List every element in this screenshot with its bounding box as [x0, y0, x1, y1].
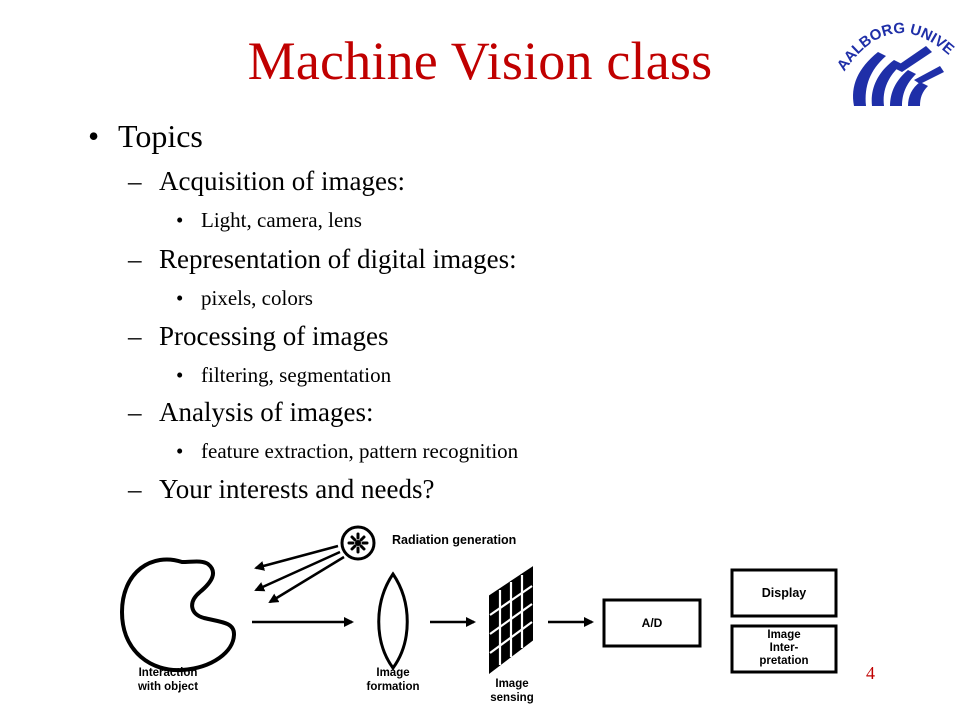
bullet-dot: •	[176, 439, 184, 463]
label-radiation-generation: Radiation generation	[392, 533, 516, 547]
display-box	[730, 568, 838, 618]
bullet-text: Acquisition of images:	[159, 166, 405, 196]
interpretation-box	[730, 624, 838, 674]
label-sensing-line1: Image	[495, 678, 528, 690]
bullet-text: pixels, colors	[201, 286, 313, 310]
bullet-dash: –	[128, 474, 142, 504]
lens-shape	[377, 571, 409, 671]
slide-title: Machine Vision class	[247, 31, 713, 91]
bullet-dot: •	[176, 208, 184, 232]
label-display: Display	[762, 586, 807, 600]
bullet-text: Topics	[118, 118, 203, 154]
bullet-text: Processing of images	[159, 321, 389, 351]
bullet-dash: –	[128, 397, 142, 427]
bullet-dot: •	[88, 118, 100, 154]
label-ad: A/D	[642, 616, 663, 630]
label-interaction-line1: Interaction	[139, 667, 198, 679]
bullet-text: feature extraction, pattern recognition	[201, 439, 519, 463]
imaging-pipeline-diagram: Radiation generation Interaction with ob…	[119, 525, 838, 704]
label-formation-line1: Image	[376, 667, 409, 679]
label-sensing-line2: sensing	[490, 692, 533, 704]
label-interp-line1: Image	[767, 629, 800, 641]
ray-arrow	[254, 544, 339, 571]
bullet-dash: –	[128, 166, 142, 196]
bullet-dash: –	[128, 244, 142, 274]
ad-converter-box	[602, 598, 702, 648]
bullet-text: Analysis of images:	[159, 397, 374, 427]
object-blob-shape	[119, 557, 237, 673]
bullet-text: Your interests and needs?	[159, 474, 435, 504]
topic-list: • Topics – Acquisition of images: • Ligh…	[88, 118, 519, 504]
label-formation-line2: formation	[366, 681, 419, 693]
ray-arrow	[254, 550, 341, 592]
bullet-text: filtering, segmentation	[201, 363, 392, 387]
aalborg-university-logo: AALBORG UNIVERSITY	[832, 6, 957, 106]
sensor-grid-icon	[489, 566, 533, 675]
bullet-dot: •	[176, 286, 184, 310]
label-interp-line2: Inter-	[770, 642, 799, 654]
bullet-text: Light, camera, lens	[201, 208, 362, 232]
page-number: 4	[866, 663, 875, 683]
ray-arrow	[268, 555, 345, 604]
label-interp-line3: pretation	[759, 655, 808, 667]
label-interaction-line2: with object	[137, 681, 198, 693]
bullet-dot: •	[176, 363, 184, 387]
radiation-source-icon	[340, 525, 376, 561]
bullet-text: Representation of digital images:	[159, 244, 517, 274]
bullet-dash: –	[128, 321, 142, 351]
